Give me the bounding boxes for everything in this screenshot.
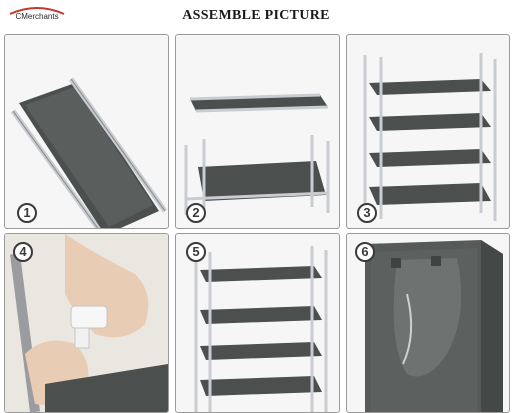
step-panel-1: 1: [4, 34, 169, 229]
covered-shelf-illustration: [365, 240, 503, 412]
connector-closeup-illustration: [5, 234, 168, 412]
brand-logo: CMerchants: [4, 4, 70, 26]
logo-swoosh-icon: [9, 7, 65, 15]
step-number-4: 4: [13, 242, 33, 262]
step-panel-6: 6: [346, 233, 510, 413]
page-title: ASSEMBLE PICTURE: [182, 8, 330, 23]
step-number-5: 5: [186, 242, 206, 262]
step-number-6: 6: [355, 242, 375, 262]
logo-text: CMerchants: [15, 12, 59, 21]
step-number-1: 1: [17, 203, 37, 223]
step-number-2: 2: [186, 203, 206, 223]
step-panel-4: 4: [4, 233, 169, 413]
four-shelf-illustration: [363, 53, 497, 221]
fabric-shelf-illustration: [10, 77, 168, 228]
step-panel-5: 5: [175, 233, 340, 413]
frame-shelf-illustration: [184, 93, 330, 215]
step-panel-3: 3: [346, 34, 510, 229]
five-shelf-illustration: [194, 246, 328, 412]
step-panel-2: 2: [175, 34, 340, 229]
step-number-3: 3: [357, 203, 377, 223]
